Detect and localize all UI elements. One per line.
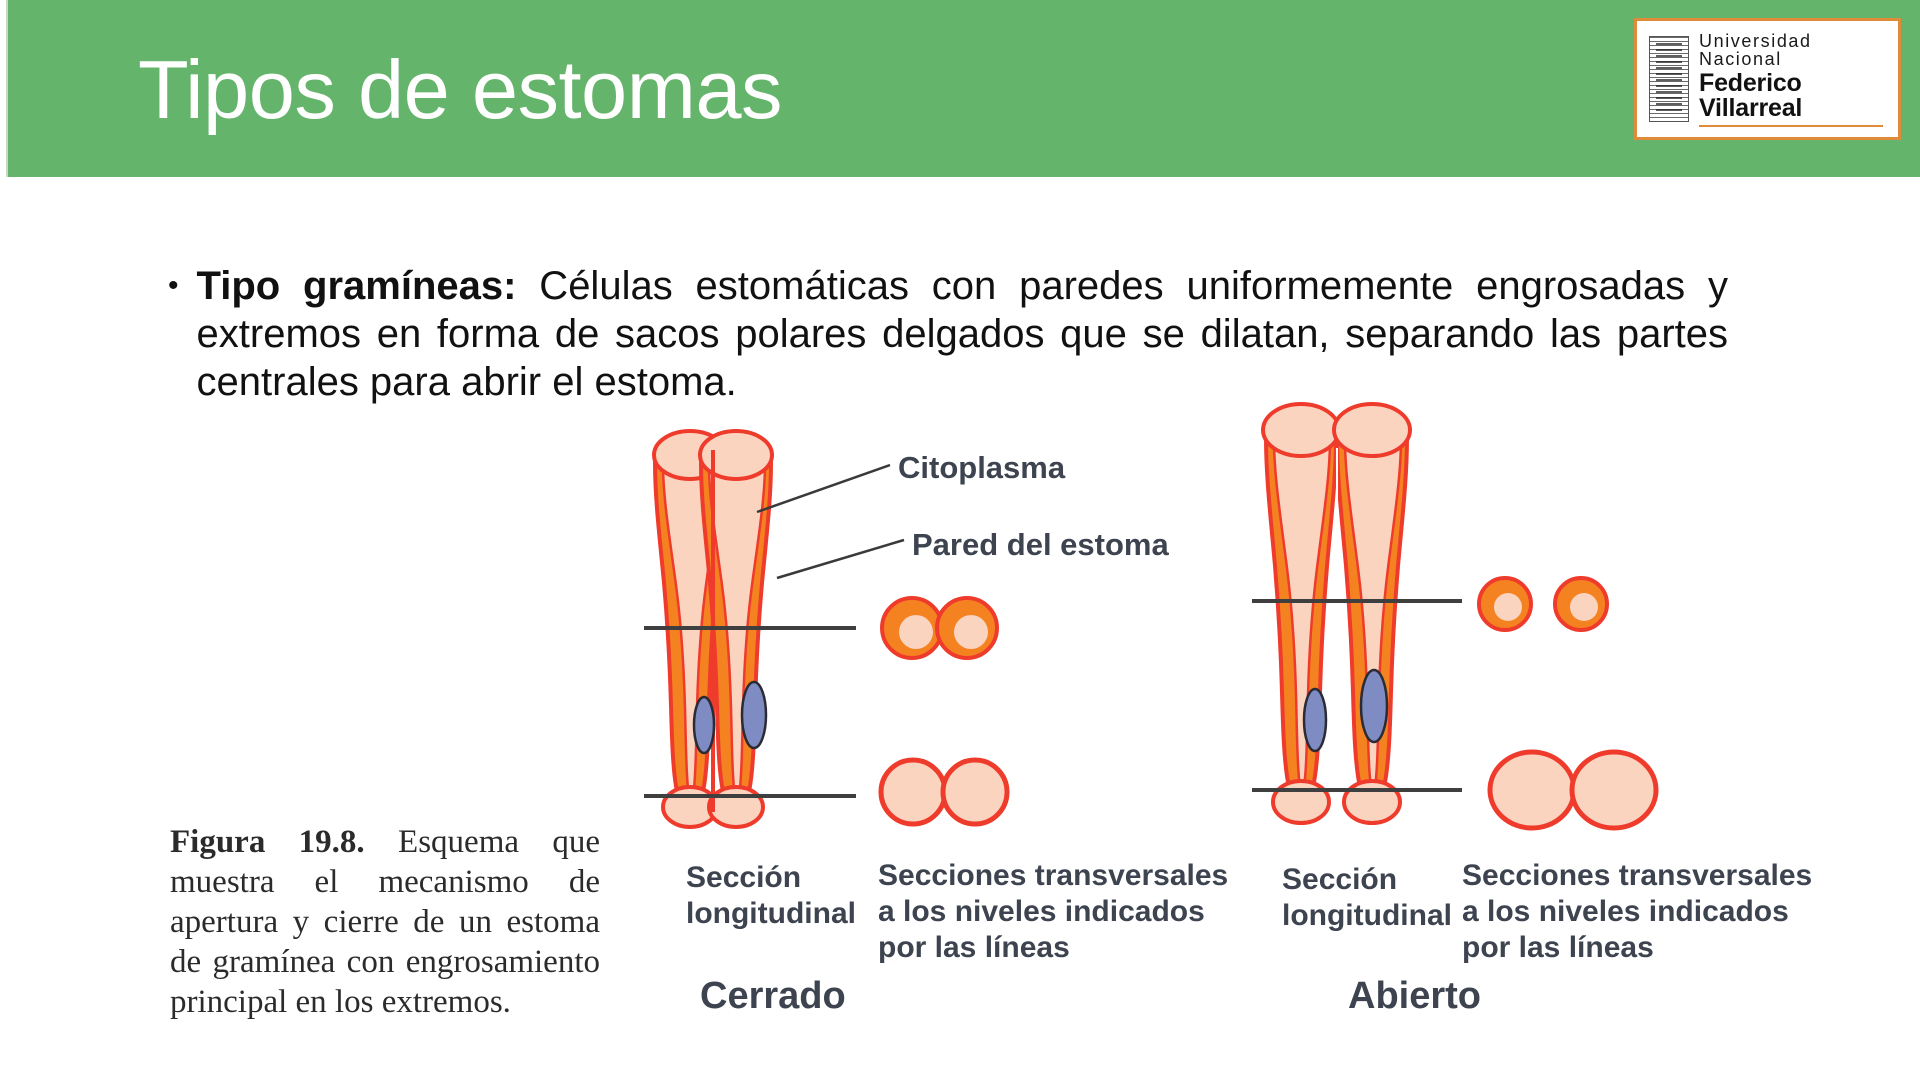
closed-left-cell-nucleus — [692, 695, 716, 755]
university-crest-icon — [1649, 36, 1689, 122]
closed-left-cell-bottom-polar-sac — [661, 785, 719, 829]
open-cross-section-upper-level — [1477, 576, 1609, 632]
closed-cross-section-lower-level — [878, 757, 1010, 827]
open-right-cell-wall — [1334, 410, 1410, 811]
logo-text-block: Universidad Nacional Federico Villarreal — [1699, 32, 1898, 127]
open-right-cell-cytoplasm — [1343, 417, 1403, 803]
open-lower-xs-right — [1569, 749, 1659, 831]
open-right-cell-bottom-polar-sac — [1342, 779, 1402, 825]
label-secciones-transversales-open: Secciones transversales a los niveles in… — [1462, 859, 1813, 964]
label-secciones-transversales-closed: Secciones transversales a los niveles in… — [878, 859, 1229, 964]
pared-del-estoma-leader-line — [776, 538, 905, 580]
open-left-cell-cytoplasm — [1272, 417, 1332, 803]
open-stoma-longitudinal-section — [1252, 402, 1462, 825]
open-cross-section-lower-level — [1487, 749, 1659, 831]
citoplasma-leader-line — [756, 463, 891, 514]
logo-line-name: Federico Villarreal — [1699, 68, 1803, 122]
list-item: • Tipo gramíneas: Células estomáticas co… — [168, 262, 1728, 406]
open-left-cell-nucleus — [1302, 687, 1328, 753]
closed-right-cell-wall — [698, 435, 774, 818]
label-pared-del-estoma: Pared del estoma — [912, 527, 1169, 562]
closed-upper-xs-right-outer — [935, 596, 999, 660]
closed-left-cell-cytoplasm — [661, 442, 721, 811]
bullet-marker-icon: • — [168, 269, 179, 302]
closed-upper-xs-left-lumen — [899, 615, 933, 649]
label-estado-cerrado: Cerrado — [700, 975, 846, 1017]
closed-right-cell-top-polar-sac — [698, 429, 774, 481]
figure-caption-label: Figura 19.8. — [170, 824, 365, 860]
open-stoma-pore-gap — [1336, 448, 1338, 788]
closed-left-cell-top-polar-sac — [652, 429, 728, 481]
closed-right-cell-bottom-polar-sac — [707, 785, 765, 829]
open-upper-xs-right-outer — [1553, 576, 1609, 632]
open-left-cell-top-polar-sac — [1261, 402, 1341, 458]
open-right-cell-top-polar-sac — [1332, 402, 1412, 458]
bullet-item-text: Tipo gramíneas: Células estomáticas con … — [197, 262, 1728, 406]
open-upper-xs-right-lumen — [1570, 593, 1598, 621]
open-upper-xs-left-lumen — [1494, 593, 1522, 621]
closed-stoma-longitudinal-section — [644, 429, 856, 829]
closed-upper-xs-right-lumen — [954, 615, 988, 649]
open-upper-xs-left-outer — [1477, 576, 1533, 632]
closed-cross-section-upper-level — [880, 596, 999, 660]
open-left-cell-wall — [1263, 410, 1339, 811]
label-seccion-longitudinal-closed: Sección longitudinal — [686, 861, 856, 930]
open-right-cell-nucleus — [1359, 668, 1389, 744]
closed-right-cell-nucleus — [740, 680, 768, 750]
bullet-list: • Tipo gramíneas: Células estomáticas co… — [168, 262, 1728, 406]
slide-header-band — [8, 0, 1920, 177]
bullet-lead-term: Tipo gramíneas: — [196, 264, 517, 308]
page-title: Tipos de estomas — [138, 43, 783, 136]
university-logo: Universidad Nacional Federico Villarreal — [1634, 18, 1901, 140]
closed-left-cell-wall — [652, 435, 728, 818]
label-estado-abierto: Abierto — [1348, 975, 1481, 1017]
logo-line-university: Universidad Nacional — [1699, 30, 1812, 69]
logo-underline-rule — [1699, 124, 1883, 127]
figure-caption: Figura 19.8. Esquema que muestra el meca… — [170, 822, 600, 1022]
closed-lower-xs-right — [940, 757, 1010, 827]
closed-upper-xs-left-outer — [880, 596, 944, 660]
label-seccion-longitudinal-open: Sección longitudinal — [1282, 863, 1452, 932]
label-citoplasma: Citoplasma — [898, 450, 1066, 485]
open-left-cell-bottom-polar-sac — [1271, 779, 1331, 825]
closed-lower-xs-left — [878, 757, 948, 827]
open-lower-xs-left — [1487, 749, 1577, 831]
bullet-body-text: Células estomáticas con paredes uniforme… — [196, 264, 1728, 404]
closed-right-cell-cytoplasm — [707, 442, 767, 811]
figure-caption-body: Esquema que muestra el mecanismo de aper… — [170, 824, 601, 1020]
